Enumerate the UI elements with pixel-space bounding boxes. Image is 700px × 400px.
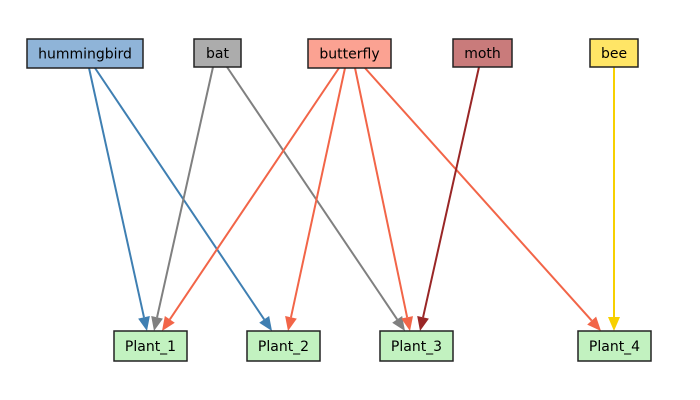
arrowhead-icon: [587, 316, 601, 331]
edge-butterfly-to-Plant_2: [285, 67, 346, 331]
pollinator-node-bee[interactable]: bee: [589, 38, 639, 68]
plant-node-Plant_4[interactable]: Plant_4: [577, 330, 652, 362]
pollinator-node-butterfly[interactable]: butterfly: [307, 38, 392, 69]
plant-node-Plant_3[interactable]: Plant_3: [379, 330, 454, 362]
arrowhead-icon: [392, 316, 405, 331]
edge-bat-to-Plant_1: [151, 66, 214, 331]
edge-hummingbird-to-Plant_2: [94, 67, 272, 331]
pollinator-node-hummingbird[interactable]: hummingbird: [26, 38, 144, 69]
edge-line: [226, 66, 399, 320]
plant-box: [113, 330, 188, 362]
pollinator-label: moth: [464, 46, 501, 62]
edge-bat-to-Plant_3: [226, 66, 405, 331]
pollinator-box: [452, 38, 513, 68]
edge-moth-to-Plant_3: [417, 66, 480, 331]
edge-line: [88, 67, 145, 318]
plant-label: Plant_3: [391, 339, 442, 355]
arrowhead-icon: [162, 316, 175, 331]
plant-node-Plant_2[interactable]: Plant_2: [246, 330, 321, 362]
pollinator-box: [26, 38, 144, 69]
arrowhead-icon: [417, 316, 429, 331]
edge-line: [94, 67, 266, 320]
arrowhead-icon: [285, 316, 297, 331]
edges-layer: [88, 66, 620, 331]
arrowhead-icon: [401, 316, 414, 331]
plant-label: Plant_4: [589, 339, 640, 355]
pollinator-box: [589, 38, 639, 68]
pollinator-label: hummingbird: [38, 47, 132, 63]
edge-line: [156, 66, 214, 318]
plant-box: [246, 330, 321, 362]
edge-line: [422, 66, 480, 318]
edge-line: [364, 67, 593, 322]
arrowhead-icon: [259, 316, 272, 331]
plant-box: [379, 330, 454, 362]
plant-label: Plant_2: [258, 339, 309, 355]
edge-line: [354, 67, 409, 318]
plant-box: [577, 330, 652, 362]
arrowhead-icon: [138, 316, 150, 331]
edge-butterfly-to-Plant_4: [364, 67, 601, 331]
plant-node-Plant_1[interactable]: Plant_1: [113, 330, 188, 362]
pollinator-box: [193, 38, 242, 68]
pollinator-box: [307, 38, 392, 69]
pollinator-label: bat: [206, 46, 229, 62]
pollinator-label: bee: [601, 46, 627, 62]
edge-bee-to-Plant_4: [608, 67, 620, 331]
pollinator-node-moth[interactable]: moth: [452, 38, 513, 68]
pollinator-node-bat[interactable]: bat: [193, 38, 242, 68]
edge-butterfly-to-Plant_3: [354, 67, 414, 331]
edge-hummingbird-to-Plant_1: [88, 67, 150, 331]
pollinator-label: butterfly: [319, 47, 379, 63]
edge-line: [289, 67, 346, 318]
arrowhead-icon: [151, 316, 163, 331]
arrowhead-icon: [608, 317, 620, 331]
edge-butterfly-to-Plant_1: [162, 67, 340, 331]
plant-label: Plant_1: [125, 339, 176, 355]
edge-line: [168, 67, 340, 320]
